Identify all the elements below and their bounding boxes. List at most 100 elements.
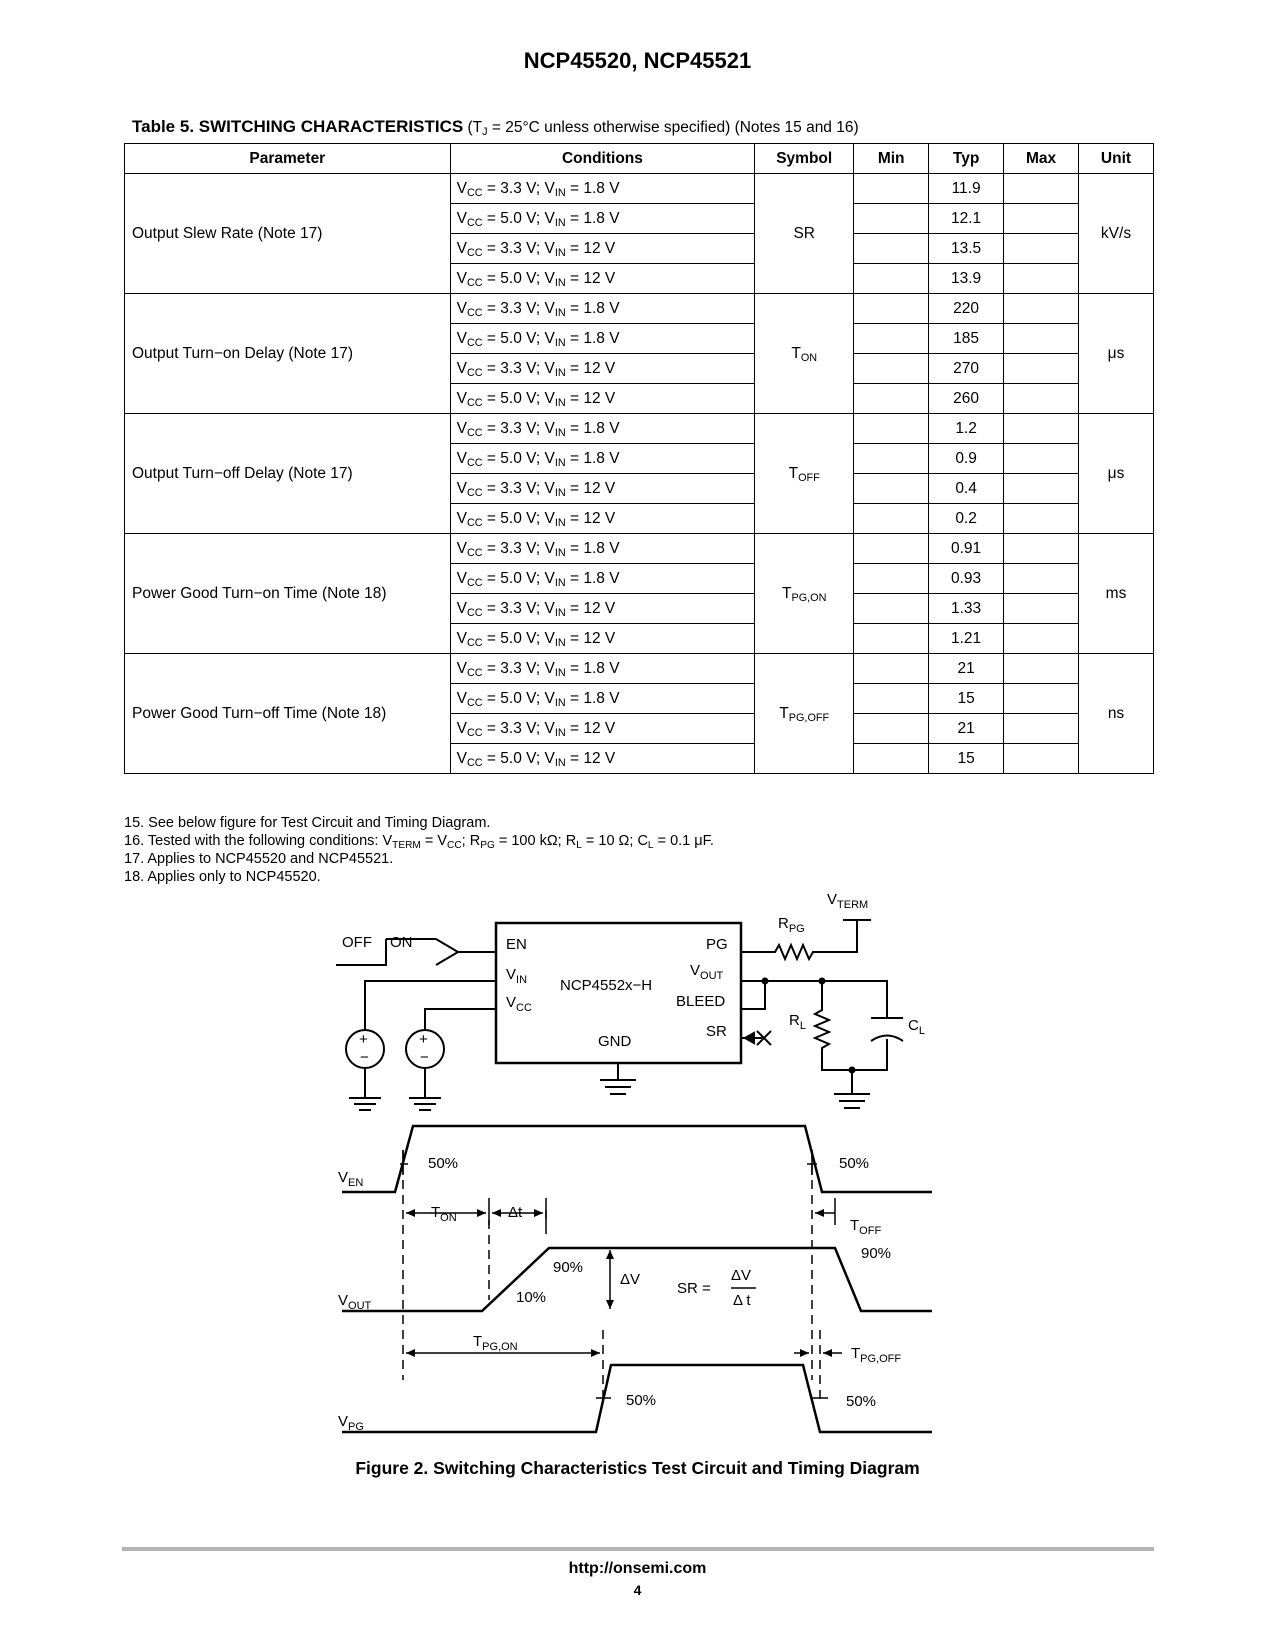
unit-cell: μs — [1078, 293, 1154, 414]
footer-url[interactable]: http://onsemi.com — [568, 1560, 707, 1577]
symbol-cell: TOFF — [754, 413, 855, 534]
min-cell — [853, 713, 930, 744]
circuit-wiring — [336, 919, 904, 1111]
rpg-label: RPG — [778, 915, 805, 935]
table-row: Output Slew Rate (Note 17)VCC = 3.3 V; V… — [124, 173, 1154, 294]
parameter-cell: Output Turn−on Delay (Note 17) — [124, 293, 451, 414]
vin-source-minus: − — [360, 1049, 369, 1066]
vout-rise-10pct: 10% — [516, 1289, 546, 1306]
condition-cell: VCC = 3.3 V; VIN = 12 V — [449, 473, 756, 504]
condition-cell: VCC = 5.0 V; VIN = 12 V — [449, 623, 756, 654]
note-15: 15. See below figure for Test Circuit an… — [124, 815, 491, 831]
slew-rate-numerator: ΔV — [731, 1267, 751, 1284]
note-17: 17. Applies to NCP45520 and NCP45521. — [124, 851, 394, 867]
min-cell — [853, 203, 930, 234]
header-typ: Typ — [928, 143, 1005, 174]
ven-waveform — [342, 1124, 932, 1194]
max-cell — [1003, 293, 1079, 324]
pin-vcc-label: VCC — [506, 994, 532, 1014]
condition-cell: VCC = 5.0 V; VIN = 12 V — [449, 743, 756, 774]
max-cell — [1003, 323, 1079, 354]
vout-rise-90pct: 90% — [553, 1259, 583, 1276]
circuit-junctions — [761, 977, 856, 1074]
typ-cell: 13.5 — [928, 233, 1005, 264]
vout-label: VOUT — [338, 1292, 372, 1312]
table-notes: 15. See below figure for Test Circuit an… — [124, 814, 714, 886]
symbol-cell: SR — [754, 173, 855, 294]
figure-caption: Figure 2. Switching Characteristics Test… — [355, 1458, 920, 1478]
typ-cell: 0.93 — [928, 563, 1005, 594]
condition-cell: VCC = 5.0 V; VIN = 1.8 V — [449, 683, 756, 714]
pin-bleed-label: BLEED — [676, 993, 725, 1010]
ground-symbol-load — [834, 1093, 870, 1109]
ven-label: VEN — [338, 1169, 363, 1189]
vcc-source-minus: − — [420, 1049, 429, 1066]
ton-label: TON — [431, 1204, 457, 1224]
min-cell — [853, 653, 930, 684]
unit-cell: kV/s — [1078, 173, 1154, 294]
table-row: VCC = 3.3 V; VIN = 12 V 13.5 — [125, 233, 1154, 264]
timing-arrowheads — [406, 1209, 832, 1357]
en-input-arrow — [435, 938, 460, 966]
vout-fall-90pct: 90% — [861, 1245, 891, 1262]
typ-cell: 21 — [928, 713, 1005, 744]
table-row: VCC = 5.0 V; VIN = 12 V 1.21 — [125, 623, 1154, 654]
condition-cell: VCC = 5.0 V; VIN = 12 V — [449, 503, 756, 534]
header-parameter: Parameter — [124, 143, 451, 174]
condition-cell: VCC = 5.0 V; VIN = 1.8 V — [449, 443, 756, 474]
parameter-cell: Power Good Turn−off Time (Note 18) — [124, 653, 451, 774]
typ-cell: 0.91 — [928, 533, 1005, 564]
document-title: NCP45520, NCP45521 — [523, 48, 752, 73]
header-unit: Unit — [1078, 143, 1154, 174]
unit-cell: ns — [1078, 653, 1154, 774]
table-row: Output Turn−off Delay (Note 17)VCC = 3.3… — [124, 413, 1154, 534]
max-cell — [1003, 173, 1079, 204]
vpg-rise-50pct: 50% — [626, 1392, 656, 1409]
parameter-cell: Output Slew Rate (Note 17) — [124, 173, 451, 294]
typ-cell: 15 — [928, 743, 1005, 774]
switching-characteristics-table: Parameter Conditions Symbol Min Typ Max … — [124, 143, 1154, 774]
symbol-cell: TPG,ON — [754, 533, 855, 654]
switch-off-label: OFF — [342, 934, 372, 951]
vterm-label: VTERM — [827, 891, 868, 911]
ven-fall-50pct: 50% — [839, 1155, 869, 1172]
rl-label: RL — [789, 1012, 806, 1032]
pin-en-label: EN — [506, 936, 527, 953]
condition-cell: VCC = 3.3 V; VIN = 12 V — [449, 233, 756, 264]
slew-rate-equation-label: SR = — [677, 1280, 711, 1297]
delta-v-label: ΔV — [620, 1271, 640, 1288]
unit-cell: ms — [1078, 533, 1154, 654]
max-cell — [1003, 743, 1079, 774]
table-caption: Table 5. SWITCHING CHARACTERISTICS (TJ =… — [132, 117, 859, 138]
header-min: Min — [853, 143, 930, 174]
typ-cell: 15 — [928, 683, 1005, 714]
vpg-label: VPG — [338, 1413, 364, 1433]
unit-cell: μs — [1078, 413, 1154, 534]
symbol-cell: TPG,OFF — [754, 653, 855, 774]
rpg-resistor — [741, 920, 858, 962]
typ-cell: 12.1 — [928, 203, 1005, 234]
typ-cell: 11.9 — [928, 173, 1005, 204]
pin-vin-label: VIN — [506, 966, 527, 986]
max-cell — [1003, 713, 1079, 744]
condition-cell: VCC = 5.0 V; VIN = 1.8 V — [449, 203, 756, 234]
typ-cell: 0.2 — [928, 503, 1005, 534]
table-caption-title: Table 5. SWITCHING CHARACTERISTICS — [132, 117, 464, 136]
typ-cell: 1.21 — [928, 623, 1005, 654]
max-cell — [1003, 593, 1079, 624]
condition-cell: VCC = 3.3 V; VIN = 12 V — [449, 353, 756, 384]
ground-symbol-2 — [409, 1097, 441, 1111]
table-row: VCC = 5.0 V; VIN = 12 V 15 — [125, 743, 1154, 774]
table-row: Output Turn−on Delay (Note 17)VCC = 3.3 … — [124, 293, 1154, 414]
ground-symbol-chip — [600, 1079, 636, 1095]
timing-guides — [402, 1150, 821, 1400]
max-cell — [1003, 233, 1079, 264]
pin-gnd-label: GND — [598, 1033, 632, 1050]
vout-waveform — [342, 1246, 932, 1313]
tpgoff-label: TPG,OFF — [851, 1345, 901, 1365]
typ-cell: 13.9 — [928, 263, 1005, 294]
